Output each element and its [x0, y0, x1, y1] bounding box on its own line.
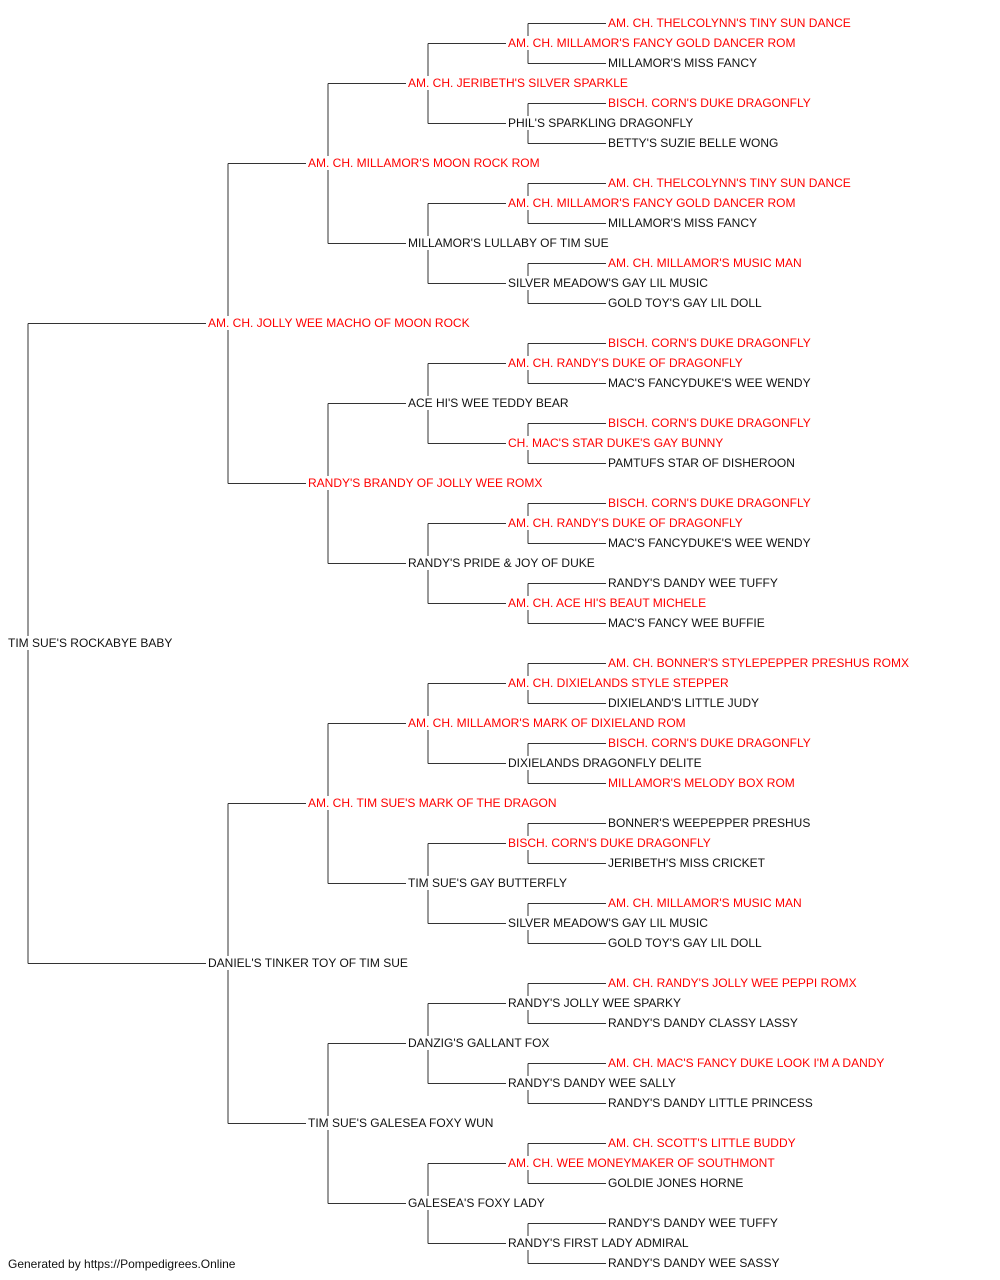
- ancestor-name: MILLAMOR'S MELODY BOX ROM: [608, 776, 797, 790]
- ancestor-name: DIXIELAND'S LITTLE JUDY: [608, 696, 761, 710]
- ancestor-name: ACE HI'S WEE TEDDY BEAR: [408, 396, 571, 410]
- ancestor-name: AM. CH. ACE HI'S BEAUT MICHELE: [508, 596, 709, 610]
- ancestor-name: GOLD TOY'S GAY LIL DOLL: [608, 296, 764, 310]
- ancestor-name: DANIEL'S TINKER TOY OF TIM SUE: [208, 956, 410, 970]
- ancestor-name: AM. CH. MILLAMOR'S FANCY GOLD DANCER ROM: [508, 196, 798, 210]
- ancestor-name: MILLAMOR'S LULLABY OF TIM SUE: [408, 236, 611, 250]
- ancestor-name: SILVER MEADOW'S GAY LIL MUSIC: [508, 276, 710, 290]
- footer-credit: Generated by https://Pompedigrees.Online: [8, 1257, 236, 1271]
- ancestor-name: MILLAMOR'S MISS FANCY: [608, 216, 759, 230]
- ancestor-name: AM. CH. THELCOLYNN'S TINY SUN DANCE: [608, 176, 853, 190]
- ancestor-name: AM. CH. JERIBETH'S SILVER SPARKLE: [408, 76, 630, 90]
- ancestor-name: BETTY'S SUZIE BELLE WONG: [608, 136, 781, 150]
- ancestor-name: RANDY'S DANDY CLASSY LASSY: [608, 1016, 800, 1030]
- ancestor-name: MAC'S FANCY WEE BUFFIE: [608, 616, 767, 630]
- ancestor-name: RANDY'S DANDY LITTLE PRINCESS: [608, 1096, 815, 1110]
- ancestor-name: BISCH. CORN'S DUKE DRAGONFLY: [608, 336, 813, 350]
- ancestor-name: AM. CH. WEE MONEYMAKER OF SOUTHMONT: [508, 1156, 777, 1170]
- ancestor-name: RANDY'S DANDY WEE TUFFY: [608, 1216, 780, 1230]
- ancestor-name: GOLDIE JONES HORNE: [608, 1176, 746, 1190]
- ancestor-name: BISCH. CORN'S DUKE DRAGONFLY: [508, 836, 713, 850]
- ancestor-name: RANDY'S PRIDE & JOY OF DUKE: [408, 556, 597, 570]
- ancestor-name: AM. CH. MILLAMOR'S MARK OF DIXIELAND ROM: [408, 716, 688, 730]
- ancestor-name: AM. CH. MILLAMOR'S FANCY GOLD DANCER ROM: [508, 36, 798, 50]
- ancestor-name: AM. CH. RANDY'S JOLLY WEE PEPPI ROMX: [608, 976, 859, 990]
- ancestor-name: BONNER'S WEEPEPPER PRESHUS: [608, 816, 813, 830]
- ancestor-name: GALESEA'S FOXY LADY: [408, 1196, 547, 1210]
- ancestor-name: DANZIG'S GALLANT FOX: [408, 1036, 552, 1050]
- ancestor-name: MAC'S FANCYDUKE'S WEE WENDY: [608, 376, 813, 390]
- subject-dog-name: TIM SUE'S ROCKABYE BABY: [8, 636, 175, 650]
- ancestor-name: GOLD TOY'S GAY LIL DOLL: [608, 936, 764, 950]
- ancestor-name: PAMTUFS STAR OF DISHEROON: [608, 456, 797, 470]
- ancestor-name: AM. CH. RANDY'S DUKE OF DRAGONFLY: [508, 356, 745, 370]
- ancestor-name: BISCH. CORN'S DUKE DRAGONFLY: [608, 96, 813, 110]
- ancestor-name: RANDY'S JOLLY WEE SPARKY: [508, 996, 684, 1010]
- ancestor-name: CH. MAC'S STAR DUKE'S GAY BUNNY: [508, 436, 726, 450]
- ancestor-name: MAC'S FANCYDUKE'S WEE WENDY: [608, 536, 813, 550]
- ancestor-name: JERIBETH'S MISS CRICKET: [608, 856, 767, 870]
- ancestor-name: AM. CH. DIXIELANDS STYLE STEPPER: [508, 676, 731, 690]
- ancestor-name: RANDY'S DANDY WEE SALLY: [508, 1076, 678, 1090]
- ancestor-name: TIM SUE'S GAY BUTTERFLY: [408, 876, 569, 890]
- ancestor-name: AM. CH. MILLAMOR'S MOON ROCK ROM: [308, 156, 542, 170]
- ancestor-name: AM. CH. RANDY'S DUKE OF DRAGONFLY: [508, 516, 745, 530]
- ancestor-name: RANDY'S FIRST LADY ADMIRAL: [508, 1236, 691, 1250]
- ancestor-name: AM. CH. BONNER'S STYLEPEPPER PRESHUS ROM…: [608, 656, 912, 670]
- ancestor-name: AM. CH. MAC'S FANCY DUKE LOOK I'M A DAND…: [608, 1056, 887, 1070]
- ancestor-name: AM. CH. MILLAMOR'S MUSIC MAN: [608, 896, 804, 910]
- ancestor-name: SILVER MEADOW'S GAY LIL MUSIC: [508, 916, 710, 930]
- ancestor-name: PHIL'S SPARKLING DRAGONFLY: [508, 116, 696, 130]
- ancestor-name: TIM SUE'S GALESEA FOXY WUN: [308, 1116, 496, 1130]
- ancestor-name: RANDY'S DANDY WEE TUFFY: [608, 576, 780, 590]
- ancestor-name: BISCH. CORN'S DUKE DRAGONFLY: [608, 416, 813, 430]
- ancestor-name: RANDY'S DANDY WEE SASSY: [608, 1256, 782, 1270]
- ancestor-name: AM. CH. TIM SUE'S MARK OF THE DRAGON: [308, 796, 559, 810]
- ancestor-name: BISCH. CORN'S DUKE DRAGONFLY: [608, 496, 813, 510]
- ancestor-name: AM. CH. MILLAMOR'S MUSIC MAN: [608, 256, 804, 270]
- ancestor-name: AM. CH. THELCOLYNN'S TINY SUN DANCE: [608, 16, 853, 30]
- ancestor-name: BISCH. CORN'S DUKE DRAGONFLY: [608, 736, 813, 750]
- ancestor-name: AM. CH. SCOTT'S LITTLE BUDDY: [608, 1136, 798, 1150]
- ancestor-name: DIXIELANDS DRAGONFLY DELITE: [508, 756, 704, 770]
- ancestor-name: MILLAMOR'S MISS FANCY: [608, 56, 759, 70]
- ancestor-name: RANDY'S BRANDY OF JOLLY WEE ROMX: [308, 476, 545, 490]
- ancestor-name: AM. CH. JOLLY WEE MACHO OF MOON ROCK: [208, 316, 472, 330]
